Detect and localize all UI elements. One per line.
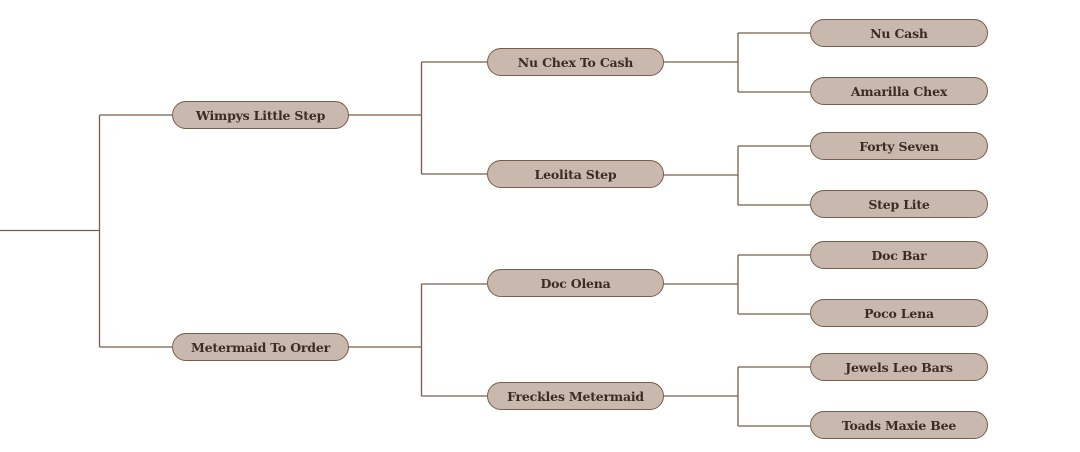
dam-dam-node[interactable]: Freckles Metermaid — [487, 382, 664, 410]
sire-dam-sire-node[interactable]: Forty Seven — [810, 132, 988, 160]
sire-node[interactable]: Wimpys Little Step — [172, 101, 349, 129]
root-connector — [0, 114, 172, 348]
dam-dam-connector — [663, 366, 810, 427]
dam-node[interactable]: Metermaid To Order — [172, 333, 349, 361]
dam-sire-dam-node[interactable]: Poco Lena — [810, 299, 988, 327]
sire-sire-sire-node[interactable]: Nu Cash — [810, 19, 988, 47]
sire-sire-dam-node[interactable]: Amarilla Chex — [810, 77, 988, 105]
sire-dam-dam-node[interactable]: Step Lite — [810, 190, 988, 218]
sire-sire-node[interactable]: Nu Chex To Cash — [487, 48, 664, 76]
dam-sire-connector — [663, 254, 810, 315]
dam-connector — [348, 283, 487, 397]
sire-dam-node[interactable]: Leolita Step — [487, 160, 664, 188]
dam-sire-node[interactable]: Doc Olena — [487, 269, 664, 297]
sire-sire-connector — [663, 32, 810, 93]
dam-dam-dam-node[interactable]: Toads Maxie Bee — [810, 411, 988, 439]
sire-dam-connector — [663, 145, 810, 206]
dam-sire-sire-node[interactable]: Doc Bar — [810, 241, 988, 269]
sire-connector — [348, 61, 487, 175]
dam-dam-sire-node[interactable]: Jewels Leo Bars — [810, 353, 988, 381]
